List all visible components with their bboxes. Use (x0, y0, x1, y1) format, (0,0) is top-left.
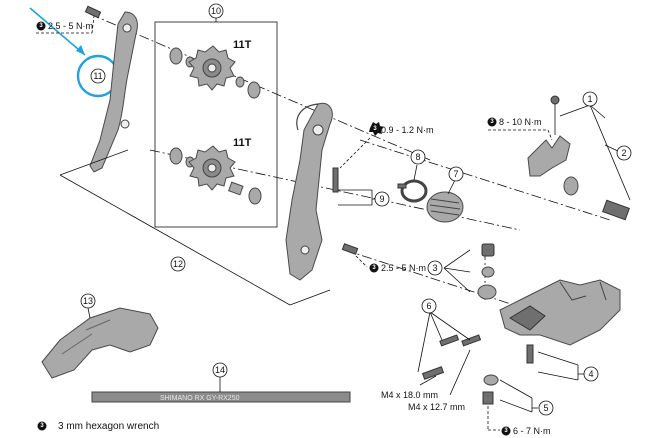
limit-screw (526, 344, 534, 364)
svg-text:2.5 - 5 N·m: 2.5 - 5 N·m (381, 263, 426, 273)
bolt-top-left (84, 5, 102, 19)
highlight-arrow (29, 7, 86, 56)
upper-pulley (169, 45, 261, 99)
torque-tag-mid: 3 0.9 - 1.2 N·m (339, 122, 434, 169)
svg-text:7: 7 (453, 169, 458, 179)
callout-2 (616, 145, 632, 161)
washer-ring (397, 179, 428, 203)
callout-3 (427, 260, 443, 276)
chain-guide-plate (41, 307, 159, 379)
svg-text:1: 1 (587, 94, 592, 104)
svg-text:14: 14 (215, 365, 225, 375)
torque-key: 3 (39, 23, 43, 29)
svg-text:3: 3 (490, 119, 494, 125)
callout-12 (170, 256, 186, 272)
svg-text:10: 10 (211, 6, 221, 16)
svg-text:8 - 10 N·m: 8 - 10 N·m (499, 117, 542, 127)
svg-text:0.9 - 1.2 N·m: 0.9 - 1.2 N·m (381, 125, 434, 135)
callout-11-label: 11 (93, 71, 102, 81)
mount-bolts (421, 334, 482, 380)
stop-screw (332, 167, 339, 193)
axis-right (359, 139, 611, 221)
svg-text:8: 8 (415, 152, 420, 162)
bolt-size-short: M4 x 12.7 mm (408, 402, 465, 412)
tool-legend: 3 3 mm hexagon wrench (37, 421, 159, 432)
svg-text:3: 3 (372, 265, 376, 271)
highlight-arrowhead (76, 45, 85, 55)
inner-cage-plate (89, 11, 138, 173)
pulley-bottom-teeth: 11T (233, 137, 252, 149)
svg-text:9: 9 (379, 194, 384, 204)
derailleur-body (499, 279, 621, 346)
callout-9 (374, 191, 390, 207)
clamp-washer (482, 374, 499, 405)
tension-spring (426, 191, 464, 223)
callout-7 (448, 166, 464, 182)
outer-cage-plate (285, 102, 333, 281)
svg-text:4: 4 (588, 369, 593, 379)
callout-4 (583, 366, 599, 382)
legend-text: 3 mm hexagon wrench (58, 421, 159, 432)
torque-tag-upper-right: 3 8 - 10 N·m (487, 117, 553, 141)
svg-text:13: 13 (83, 296, 93, 306)
callout-5 (538, 400, 554, 416)
svg-text:6: 6 (426, 301, 431, 311)
torque-tag-bottom: 3 6 - 7 N·m (487, 406, 551, 436)
svg-text:6 - 7 N·m: 6 - 7 N·m (513, 426, 551, 436)
bracket-axle (527, 135, 571, 177)
adjuster-stack (477, 243, 497, 300)
svg-text:3: 3 (504, 428, 508, 434)
torque-tag-lower-mid: 3 2.5 - 5 N·m (355, 255, 426, 273)
callout-10 (208, 3, 224, 19)
svg-text:5: 5 (543, 403, 548, 413)
svg-text:3: 3 (432, 263, 437, 273)
svg-text:3: 3 (40, 423, 44, 429)
svg-text:2: 2 (621, 148, 626, 158)
bracket-washer (563, 176, 579, 196)
callout-13 (80, 293, 96, 309)
callout-6 (421, 298, 437, 314)
pulley-top-teeth: 11T (233, 39, 252, 51)
svg-text:12: 12 (173, 259, 183, 269)
callout-8 (410, 149, 426, 165)
adjust-bolt (602, 199, 630, 221)
callout-14 (212, 362, 228, 378)
torque-tag-top-left: 3 2.5 - 5 N·m (36, 15, 95, 34)
torque-label: 2.5 - 5 N·m (48, 21, 93, 31)
bolt-size-long: M4 x 18.0 mm (381, 390, 438, 400)
cable-print: SHIMANO RX GY-RX250 (160, 395, 240, 402)
svg-text:3: 3 (373, 126, 377, 132)
lower-pulley (169, 145, 262, 205)
cage-bolt-lower (341, 243, 359, 255)
callout-1 (582, 91, 598, 107)
cable-housing (91, 391, 351, 403)
callout-11 (90, 68, 106, 84)
